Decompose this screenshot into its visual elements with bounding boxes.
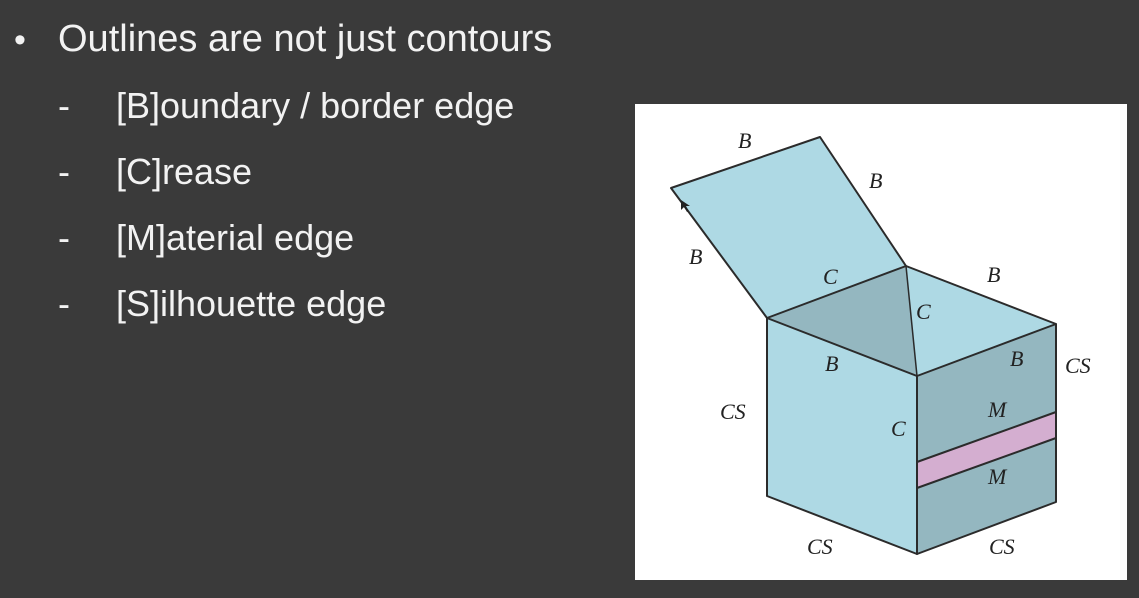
label-lid-top: B xyxy=(738,128,751,153)
sub-item-boundary: - [B]oundary / border edge xyxy=(58,84,514,128)
sub-item-text: [B]oundary / border edge xyxy=(116,85,515,126)
label-lid-right: B xyxy=(869,168,882,193)
sub-item-text: [C]rease xyxy=(116,151,253,192)
box-inside-wall xyxy=(767,266,917,376)
inner-crease-edge xyxy=(905,265,918,377)
box-top-rim xyxy=(905,265,1057,325)
sub-item-dash: - xyxy=(58,151,70,192)
sub-item-text: [S]ilhouette edge xyxy=(116,283,387,324)
sub-item-text: [M]aterial edge xyxy=(116,217,355,258)
label-bottom-right: CS xyxy=(989,534,1015,559)
label-front-corner: C xyxy=(891,416,906,441)
box-inner-right-wall xyxy=(906,266,1056,376)
sub-item-dash: - xyxy=(58,217,70,258)
material-band xyxy=(916,411,1057,489)
label-bottom-left: CS xyxy=(807,534,833,559)
label-inner-corner: C xyxy=(916,299,931,324)
label-front-top: B xyxy=(825,351,838,376)
bullet-item-main: • Outlines are not just contours xyxy=(14,16,552,63)
label-lid-left: B xyxy=(689,244,702,269)
sub-item-silhouette: - [S]ilhouette edge xyxy=(58,282,386,326)
box-figure-panel: B B B C C B B B CS CS C M M CS CS xyxy=(635,104,1127,580)
label-band-top: M xyxy=(987,397,1008,422)
label-back-right-top: B xyxy=(987,262,1000,287)
label-right-top: B xyxy=(1010,346,1023,371)
box-diagram: B B B C C B B B CS CS C M M CS CS xyxy=(670,128,1091,559)
label-band-bottom: M xyxy=(987,464,1008,489)
cursor-icon xyxy=(681,200,690,212)
label-right-outer: CS xyxy=(1065,353,1091,378)
bullet-dot: • xyxy=(14,21,26,59)
sub-item-dash: - xyxy=(58,283,70,324)
sub-item-material: - [M]aterial edge xyxy=(58,216,354,260)
sub-item-crease: - [C]rease xyxy=(58,150,252,194)
bullet-text: Outlines are not just contours xyxy=(58,18,553,60)
label-left-outer: CS xyxy=(720,399,746,424)
sub-item-dash: - xyxy=(58,85,70,126)
label-lid-hinge: C xyxy=(823,264,838,289)
